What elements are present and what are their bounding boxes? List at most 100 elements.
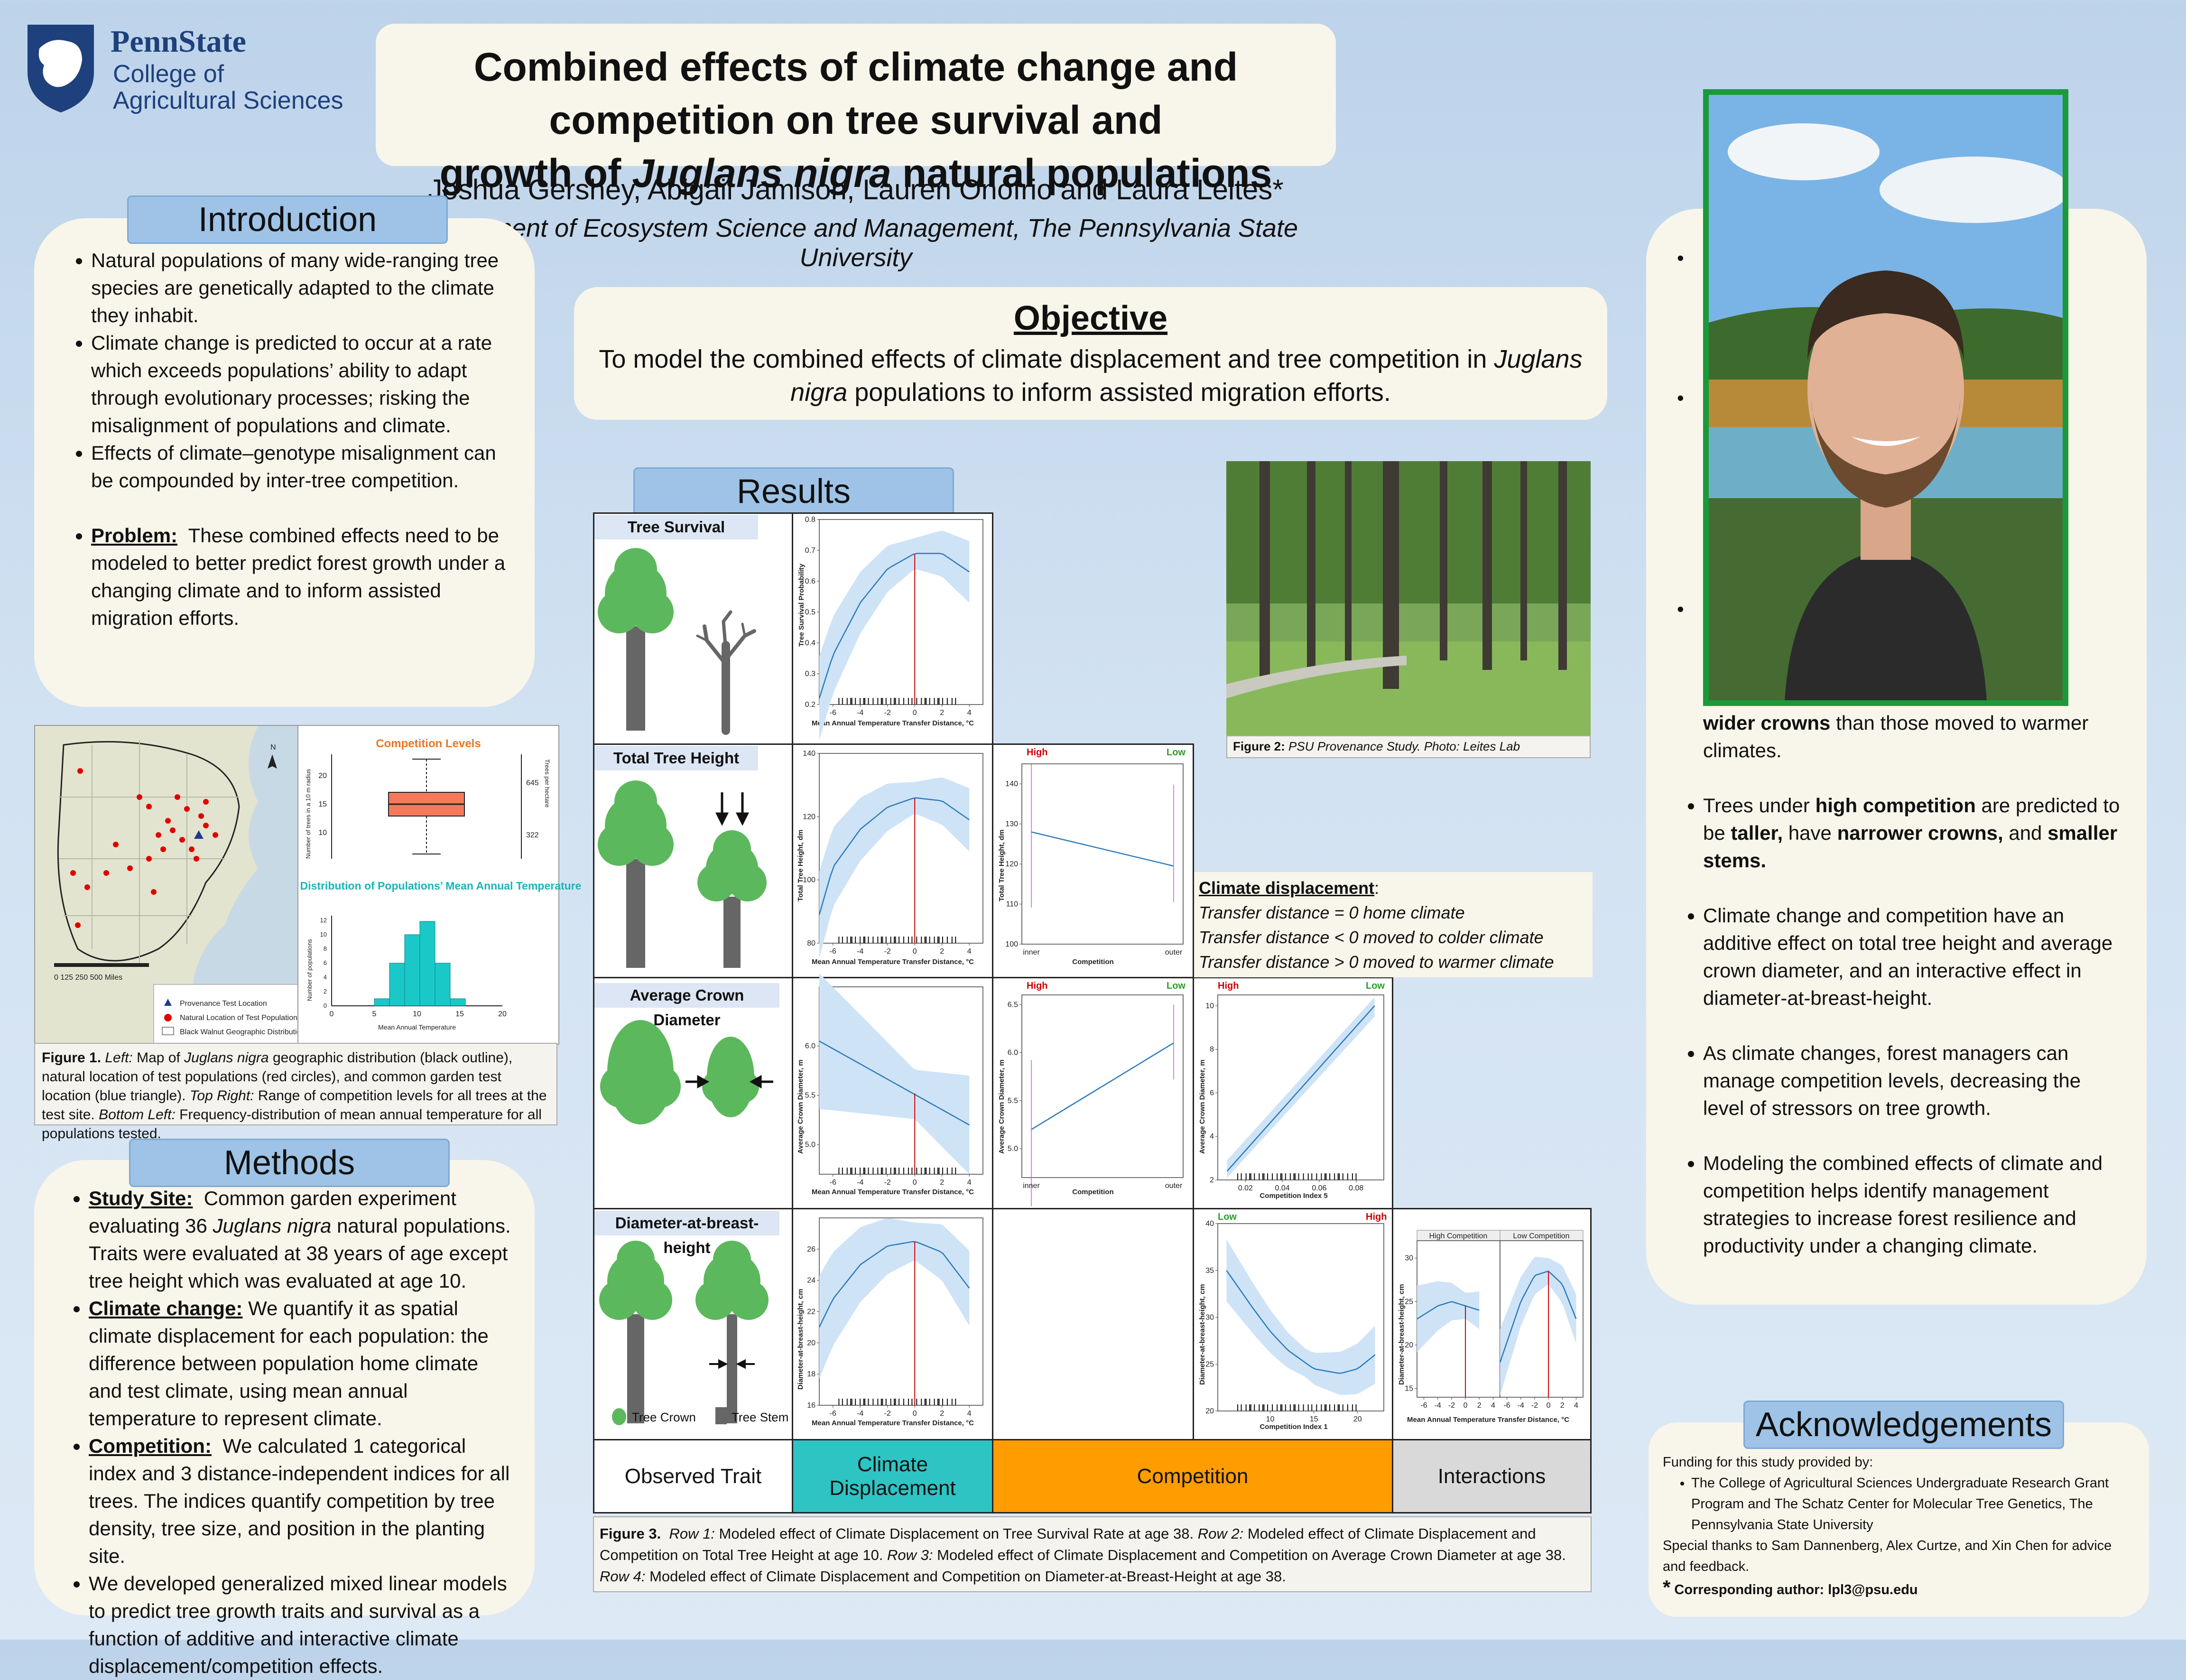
survival-fitted-line [818, 553, 970, 699]
conclusions-body: wider crowns than those moved to warmer … [1646, 709, 2125, 1260]
stem-arrows-icon [709, 1359, 755, 1369]
study-site-text-a: Common garden experiment evaluating 36 [89, 1187, 456, 1237]
dbh-index-ytick-label: 40 [1205, 1220, 1214, 1228]
row4-empty-cell [992, 1208, 1194, 1440]
objective-species: Juglans nigra [790, 345, 1583, 407]
box-y2tick-322: 322 [526, 831, 539, 839]
height-xtick-label: 2 [940, 947, 944, 956]
height-ytick-label: 80 [807, 939, 815, 947]
introduction-panel [34, 218, 535, 707]
col-observed-trait: Observed Trait [593, 1439, 793, 1513]
fig3-row4: Row 4: [600, 1568, 646, 1585]
chart-crown-competition: High Low Average Crown Diameter, m Compe… [998, 981, 1186, 1207]
fig1-label: Figure 1. [42, 1050, 102, 1066]
dbh-int-high-ytick-label: 20 [1405, 1341, 1413, 1349]
tree-crown-label: Tree Crown [632, 1410, 696, 1424]
methods-bullet-3: Competition: We calculated 1 categorical… [89, 1432, 513, 1570]
squeeze-arrows-icon [685, 1075, 773, 1089]
forest-photo-image [1226, 461, 1591, 735]
logo-college: College of [113, 60, 224, 88]
dbh-index-xtick-label: 10 [1266, 1415, 1275, 1423]
hist-xtick-0: 0 [330, 1010, 334, 1018]
dbh-index-low: Low [1218, 1212, 1237, 1222]
height-comp-ylabel: Total Tree Height, dm [998, 830, 1006, 901]
box-ytick-20: 20 [318, 772, 327, 780]
crown-ytick-label: 6.0 [805, 1042, 815, 1050]
intro-bullet-3: Effects of climate–genotype misalignment… [91, 439, 513, 494]
c2-high-comp: high competition [1815, 794, 1976, 817]
col-competition: Competition [992, 1439, 1393, 1513]
title-line-1: Combined effects of climate change and c… [473, 45, 1238, 142]
fig1-topright: Top Right: [189, 1088, 254, 1104]
chart-dbh-index1: Low High Diameter-at-breast-height, cm C… [1198, 1212, 1387, 1431]
fig2-text: PSU Provenance Study. Photo: Leites Lab [1288, 739, 1520, 753]
row4-trees [599, 1241, 769, 1423]
figure1-map: N 0 125 250 500 Miles Provenance Test Lo… [34, 725, 299, 1045]
row2-label: Total Tree Height [594, 746, 758, 770]
ack-thanks: Special thanks to Sam Dannenberg, Alex C… [1663, 1538, 2112, 1574]
acknowledgements-panel [1649, 1422, 2149, 1617]
crown-index-xtick-label: 0.08 [1349, 1184, 1363, 1192]
crown-climate-ylabel: Average Crown Diameter, m [797, 1059, 805, 1154]
thin-stem-tree-icon [695, 1241, 769, 1423]
crown-index-ytick-label: 2 [1210, 1176, 1214, 1184]
fig1-left: Left: [105, 1050, 133, 1066]
survival-xtick-label: -4 [857, 709, 863, 717]
climate-change-text: We quantify it as spatial climate displa… [89, 1297, 489, 1429]
dbh-ytick-label: 18 [807, 1370, 815, 1378]
crown-comp-ylabel: Average Crown Diameter, m [998, 1059, 1006, 1154]
dbh-index-fitted-line [1226, 1270, 1376, 1374]
c2-smaller: smaller stems. [1703, 822, 2118, 872]
survival-ytick-label: 0.2 [805, 701, 815, 709]
crown-index-ytick-label: 8 [1210, 1046, 1214, 1054]
survival-xtick-label: 4 [967, 709, 972, 717]
crown-ytick-label: 5.5 [805, 1092, 815, 1100]
climate-box-line-1: Transfer distance = 0 home climate [1199, 903, 1465, 922]
crown-xtick-label: -4 [857, 1179, 863, 1187]
crown-index-ytick-label: 10 [1205, 1002, 1214, 1010]
title-species: Juglans nigra [632, 151, 891, 195]
box-ytick-15: 15 [318, 800, 327, 808]
dbh-int-low-confidence-band [1500, 1256, 1576, 1396]
crown-index-ytick-label: 6 [1210, 1089, 1214, 1097]
survival-ytick-label: 0.5 [805, 608, 815, 616]
conclusion-bullet-2: Trees under high competition are predict… [1703, 792, 2125, 874]
fig1-text-1: Map of [137, 1050, 180, 1066]
height-comp-ytick-label: 110 [1006, 900, 1018, 909]
dbh-int-low-xtick-label: 2 [1560, 1402, 1565, 1410]
height-comp-trend-line [1031, 831, 1174, 867]
chart-dbh-interaction: High Competition Low Competition Diamete… [1398, 1230, 1584, 1424]
height-ytick-label: 140 [803, 750, 815, 758]
methods-heading: Methods [129, 1139, 450, 1187]
crown-index-high: High [1218, 981, 1239, 991]
dbh-int-high-confidence-band [1417, 1281, 1480, 1353]
height-xtick-label: 0 [913, 947, 917, 956]
ack-corresponding: * Corresponding author: lpl3@psu.edu [1663, 1577, 2132, 1600]
climate-box-line-2: Transfer distance < 0 moved to colder cl… [1199, 928, 1544, 947]
box-ylabel: Number of trees in a 10 m radius [305, 769, 312, 859]
fig3-label: Figure 3. [600, 1525, 661, 1542]
climate-box-title: Climate displacement [1199, 878, 1375, 898]
tree-stem-label: Tree Stem [732, 1410, 789, 1424]
competition-text: We calculated 1 categorical index and 3 … [89, 1435, 510, 1567]
crown-index-xtick-label: 0.02 [1238, 1184, 1253, 1192]
dbh-int-low-fitted-line [1499, 1270, 1577, 1363]
affiliation: Department of Ecosystem Science and Mana… [413, 214, 1298, 272]
c2-c: are predicted to be [1703, 794, 2120, 844]
col-label-competition: Competition [1137, 1464, 1249, 1488]
dbh-int-ylabel: Diameter-at-breast-height, cm [1398, 1284, 1406, 1385]
chart-crown-index5: High Low Average Crown Diameter, m Compe… [1198, 981, 1385, 1200]
crown-xtick-label: 4 [967, 1179, 972, 1187]
crown-comp-high: High [1027, 981, 1047, 991]
survival-ytick-label: 0.6 [805, 577, 815, 585]
study-site-text-b: natural populations. Traits were evaluat… [89, 1215, 511, 1292]
histogram [331, 916, 502, 1006]
methods-bullet-4: We developed generalized mixed linear mo… [89, 1570, 513, 1680]
conclusion-bullet-3: Climate change and competition have an a… [1703, 902, 2125, 1012]
height-xtick-label: 4 [967, 947, 972, 956]
height-xtick-label: -6 [830, 947, 836, 956]
intro-bullet-1: Natural populations of many wide-ranging… [91, 247, 513, 329]
fig1-text-4: Frequency-distribution of mean annual te… [42, 1107, 542, 1142]
hist-xtick-10: 10 [413, 1010, 421, 1018]
fig3-text-4: Modeled effect of Climate Displacement a… [649, 1568, 1286, 1585]
